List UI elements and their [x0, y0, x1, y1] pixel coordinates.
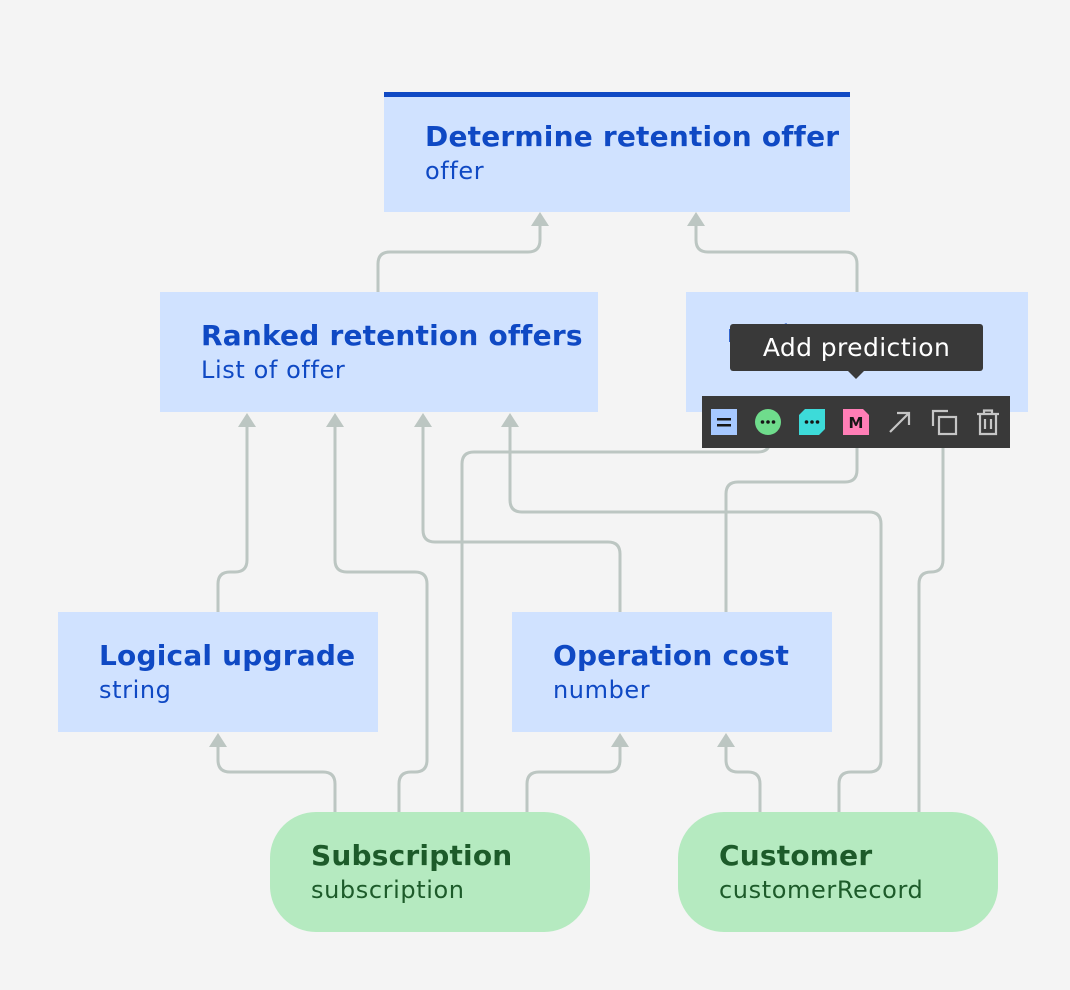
edge-customer-to-operation [724, 743, 762, 812]
arrowhead [531, 212, 549, 226]
arrowhead [611, 733, 629, 747]
add-function-button[interactable] [790, 396, 834, 448]
add-input-button[interactable] [746, 396, 790, 448]
node-customer[interactable]: Customer customerRecord [678, 812, 998, 932]
node-type: List of offer [201, 356, 346, 384]
trash-icon [977, 409, 999, 436]
prediction-letter: M [849, 414, 864, 432]
arrowhead [238, 413, 256, 427]
add-prediction-button[interactable]: M [834, 396, 878, 448]
node-title: Operation cost [553, 639, 790, 672]
prediction-node-icon: M [843, 409, 869, 435]
edge-customer-to-hidden [917, 412, 945, 812]
node-operation-cost[interactable]: Operation cost number [512, 612, 832, 732]
node-subscription[interactable]: Subscription subscription [270, 812, 590, 932]
arrowhead [414, 413, 432, 427]
node-title: Subscription [311, 839, 513, 872]
duplicate-button[interactable] [922, 396, 966, 448]
decision-node-icon [711, 409, 737, 435]
add-prediction-tooltip: Add prediction [730, 324, 983, 371]
edge-subscription-to-ranked [333, 423, 429, 812]
node-type: number [553, 676, 651, 704]
add-decision-button[interactable] [702, 396, 746, 448]
node-title: Ranked retention offers [201, 319, 583, 352]
arrowhead [717, 733, 735, 747]
node-title: Logical upgrade [99, 639, 356, 672]
tooltip-caret [847, 370, 865, 379]
node-ranked-retention-offers[interactable]: Ranked retention offers List of offer [160, 292, 598, 412]
edge-subscription-to-operation [525, 743, 622, 812]
node-type: string [99, 676, 172, 704]
arrowhead [209, 733, 227, 747]
node-type: subscription [311, 876, 465, 904]
edge-logical-to-ranked [216, 423, 249, 612]
connect-button[interactable] [878, 396, 922, 448]
node-logical-upgrade[interactable]: Logical upgrade string [58, 612, 378, 732]
arrowhead [326, 413, 344, 427]
edge-operation-to-ranked [421, 423, 622, 612]
edge-subscription-to-logical [216, 743, 337, 812]
edge-operation-to-hidden [724, 412, 859, 612]
node-type: customerRecord [719, 876, 924, 904]
node-determine-retention-offer[interactable]: Determine retention offer offer [384, 92, 850, 212]
duplicate-icon [931, 409, 958, 436]
input-node-icon [755, 409, 781, 435]
node-toolbar: M [702, 396, 1010, 448]
function-node-icon [799, 409, 825, 435]
edge-ranked-to-determine [376, 222, 542, 292]
edge-hidden-to-determine [694, 222, 859, 292]
node-type: offer [425, 157, 485, 185]
edge-customer-to-ranked [508, 423, 883, 812]
delete-button[interactable] [966, 396, 1010, 448]
node-title: Determine retention offer [425, 120, 840, 153]
node-title: Customer [719, 839, 873, 872]
arrowhead [501, 413, 519, 427]
connect-arrow-icon [889, 411, 911, 433]
arrowhead [687, 212, 705, 226]
